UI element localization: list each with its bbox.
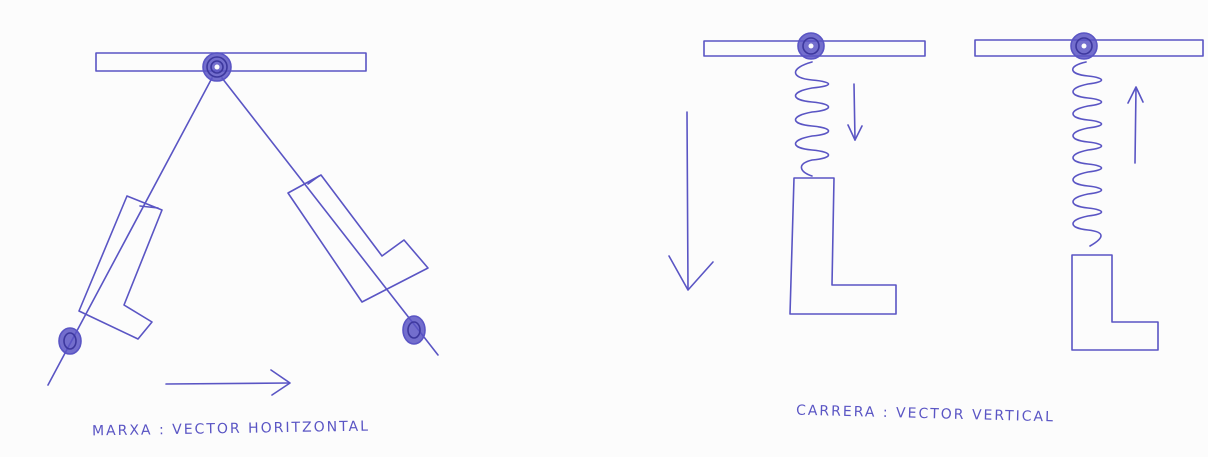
left-pivot [202,52,232,82]
right-pivot [1070,32,1098,60]
middle-spring [794,61,830,177]
right-leg-string [221,77,439,356]
horizontal-arrow-icon [165,369,291,396]
right-boot [1071,254,1159,351]
large-down-arrow-icon [668,111,714,291]
middle-boot [789,177,897,315]
right-spring [1071,61,1103,247]
middle-pivot [797,32,825,60]
right-weight [402,315,426,345]
small-up-arrow-icon [1127,86,1144,164]
right-boot [287,174,429,303]
small-down-arrow-icon [847,83,863,141]
left-weight [58,327,82,355]
walking-diagram [47,52,439,396]
running-diagram [668,32,1204,351]
left-boot [78,195,163,340]
